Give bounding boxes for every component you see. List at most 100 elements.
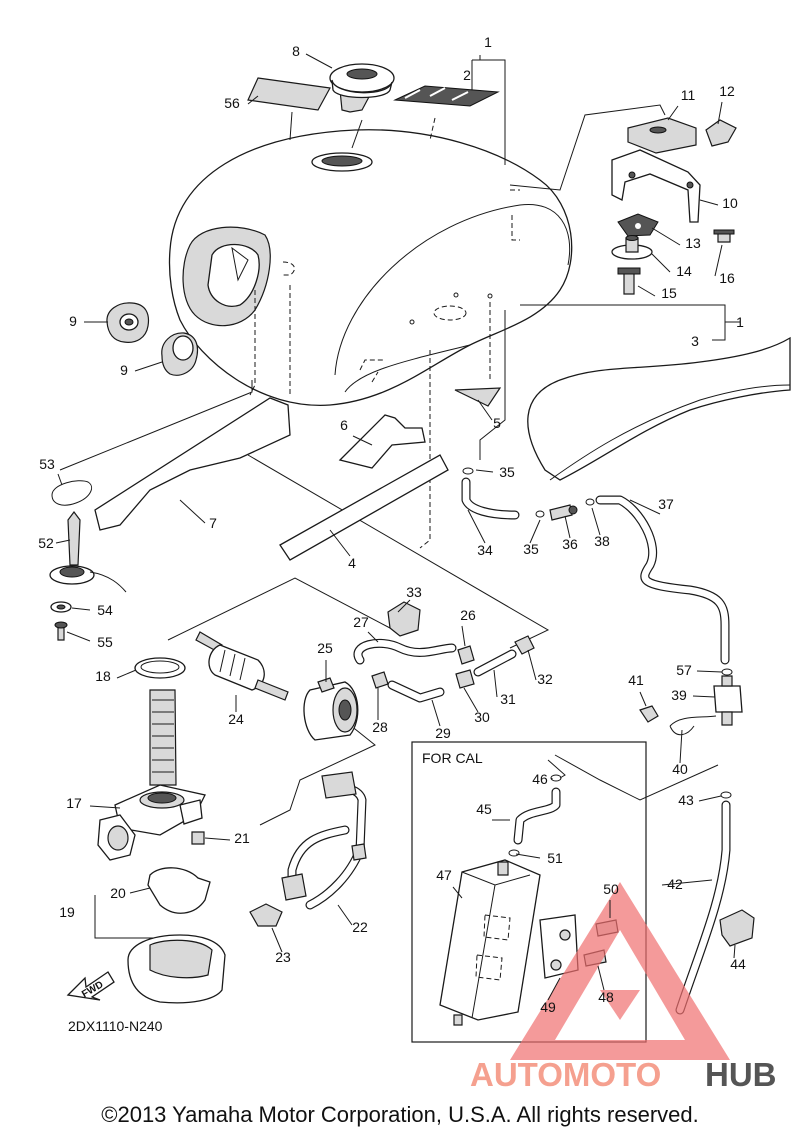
part-28-clip	[371, 671, 389, 689]
part-46-clip	[550, 774, 562, 782]
part-16-bolt	[713, 229, 735, 243]
callout-6: 6	[340, 417, 348, 433]
callout-numbers: 1 2 8 56 11 12 10 13 14 16 15 1 3 9 9 5 …	[38, 34, 746, 1015]
part-12-clip	[705, 119, 737, 147]
part-51-clip	[508, 849, 520, 857]
callout-56: 56	[224, 95, 240, 111]
callout-34: 34	[477, 542, 493, 558]
watermark-text-a: AUTOMOTO	[470, 1056, 661, 1093]
part-25-fuel-pump	[303, 677, 359, 741]
part-24-fuel-filter	[195, 631, 289, 701]
callout-16: 16	[719, 270, 735, 286]
part-45-hose	[513, 787, 561, 845]
part-52-fuel-sender	[49, 511, 127, 593]
callout-26: 26	[460, 607, 476, 623]
part-17-fuel-cock	[97, 689, 206, 861]
part-31-hose	[473, 649, 517, 677]
callout-12: 12	[719, 83, 735, 99]
callout-20: 20	[110, 885, 126, 901]
part-27-hose	[353, 638, 457, 665]
watermark-text-b: HUB	[705, 1056, 777, 1093]
part-9-nut-a	[106, 302, 150, 343]
callout-8: 8	[292, 43, 300, 59]
part-30-clip	[455, 669, 475, 689]
part-57-clip	[721, 668, 733, 676]
callout-49: 49	[540, 999, 556, 1015]
callout-50: 50	[603, 881, 619, 897]
part-44-clamp	[719, 909, 755, 947]
part-42-hose	[675, 800, 731, 1015]
callout-10: 10	[722, 195, 738, 211]
callout-4: 4	[348, 555, 356, 571]
part-8-fuel-cap	[329, 63, 395, 113]
callout-1b: 1	[736, 314, 744, 330]
callout-46: 46	[532, 771, 548, 787]
callout-23: 23	[275, 949, 291, 965]
leader-lines	[59, 55, 740, 939]
callout-32: 32	[537, 671, 553, 687]
watermark-logo	[510, 882, 730, 1060]
part-11-damper	[627, 117, 697, 154]
cal-box-label: FOR CAL	[422, 750, 483, 766]
callout-44: 44	[730, 956, 746, 972]
fwd-arrow: FWD	[66, 971, 115, 1001]
part-32-clip	[514, 635, 535, 655]
part-23-clamp	[249, 903, 283, 927]
part-13-grommet	[617, 213, 659, 237]
callout-35b: 35	[523, 541, 539, 557]
callout-11: 11	[681, 87, 696, 103]
callout-25: 25	[317, 640, 333, 656]
part-49-bracket	[539, 914, 579, 979]
callout-51: 51	[547, 850, 563, 866]
part-41-rivet	[639, 705, 659, 723]
callout-52: 52	[38, 535, 54, 551]
part-10-bracket	[611, 149, 701, 223]
diagram-code: 2DX1110-N240	[68, 1018, 163, 1034]
callout-9b: 9	[120, 362, 128, 378]
part-4-pad	[279, 454, 449, 561]
part-20-cover	[147, 867, 211, 914]
part-19-cover	[127, 934, 226, 1004]
callout-18: 18	[95, 668, 111, 684]
callout-14: 14	[676, 263, 692, 279]
callout-33: 33	[406, 584, 422, 600]
callout-27: 27	[353, 614, 369, 630]
part-39-filter	[713, 675, 743, 726]
callout-55: 55	[97, 634, 113, 650]
part-56-label	[247, 77, 331, 111]
part-43-clip	[720, 791, 732, 799]
part-29-joint	[387, 680, 445, 703]
callout-47: 47	[436, 867, 452, 883]
callout-37: 37	[658, 496, 674, 512]
callout-35a: 35	[499, 464, 515, 480]
part-34-hose	[461, 477, 520, 520]
callout-57: 57	[676, 662, 692, 678]
callout-45: 45	[476, 801, 492, 817]
callout-21: 21	[234, 830, 250, 846]
callout-5: 5	[493, 415, 501, 431]
callout-38: 38	[594, 533, 610, 549]
part-54-washer	[50, 601, 72, 613]
part-35-clip	[462, 467, 545, 518]
callout-54: 54	[97, 602, 113, 618]
callout-30: 30	[474, 709, 490, 725]
callout-9a: 9	[69, 313, 77, 329]
callout-leaders	[55, 53, 736, 1001]
copyright-text: ©2013 Yamaha Motor Corporation, U.S.A. A…	[101, 1102, 699, 1127]
part-14-collar	[611, 235, 653, 260]
callout-43: 43	[678, 792, 694, 808]
callout-17: 17	[66, 795, 82, 811]
callout-39: 39	[671, 687, 687, 703]
part-7-pad	[94, 397, 291, 531]
callout-1a: 1	[484, 34, 492, 50]
callout-29: 29	[435, 725, 451, 741]
part-9-nut-b	[161, 332, 199, 376]
callout-15: 15	[661, 285, 677, 301]
part-36-joint	[549, 504, 578, 521]
part-18-gasket	[134, 657, 186, 679]
part-26-clip	[457, 645, 475, 665]
callout-3: 3	[691, 333, 699, 349]
part-6-pad	[338, 414, 426, 469]
callout-31: 31	[500, 691, 516, 707]
